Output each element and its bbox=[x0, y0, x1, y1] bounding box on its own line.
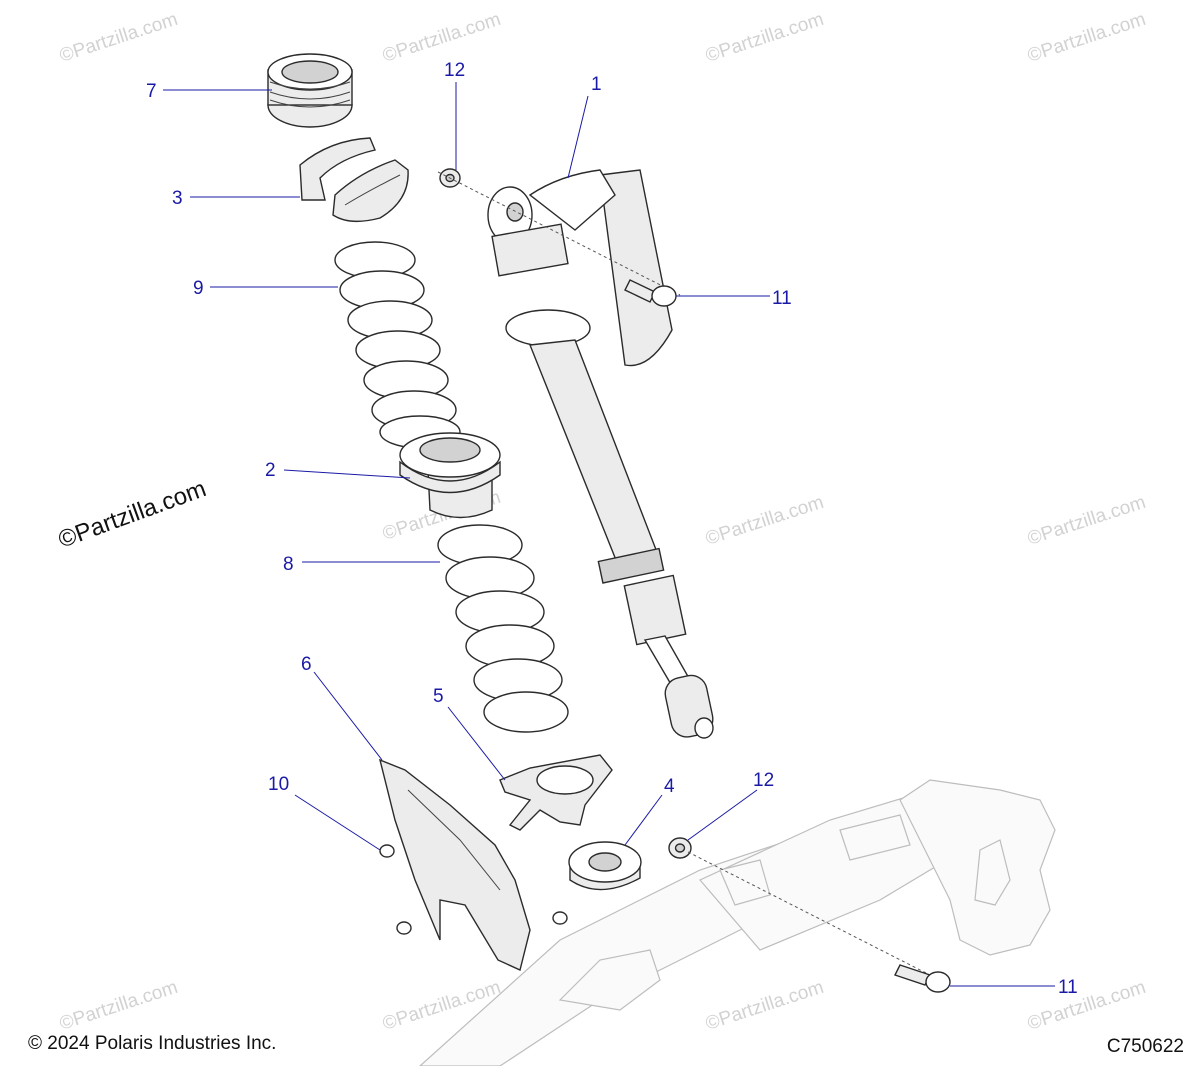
callout-4: 4 bbox=[664, 776, 675, 797]
callout-10: 10 bbox=[268, 774, 289, 795]
callout-8: 8 bbox=[283, 554, 294, 575]
callout-6: 6 bbox=[301, 654, 312, 675]
callout-12-bottom: 12 bbox=[753, 770, 774, 791]
callout-5: 5 bbox=[433, 686, 444, 707]
drawing-code: C750622 bbox=[1106, 1036, 1184, 1057]
spring-adapter-part-2 bbox=[399, 432, 501, 519]
callout-7: 7 bbox=[146, 81, 157, 102]
callout-12-top: 12 bbox=[444, 60, 465, 81]
nut-part-12-bottom bbox=[668, 837, 931, 976]
copyright-text: © 2024 Polaris Industries Inc. bbox=[28, 1033, 277, 1054]
callout-2: 2 bbox=[265, 460, 276, 481]
watermark-text: ©Partzilla.com bbox=[703, 977, 826, 1035]
jam-nut-part-7 bbox=[267, 53, 353, 128]
callout-3: 3 bbox=[172, 188, 183, 209]
shock-guard-part-6 bbox=[378, 758, 568, 971]
leader-lines bbox=[163, 82, 1055, 987]
callout-11-bottom: 11 bbox=[1058, 977, 1078, 998]
watermark-text: ©Partzilla.com bbox=[57, 977, 180, 1035]
watermark-text: ©Partzilla.com bbox=[1025, 492, 1148, 550]
callout-1: 1 bbox=[591, 74, 602, 95]
watermark-text: ©Partzilla.com bbox=[57, 9, 180, 67]
watermark-large: ©Partzilla.com bbox=[55, 475, 210, 553]
swing-arm-ghost bbox=[419, 779, 1056, 1066]
upper-spring-part-9 bbox=[334, 241, 461, 449]
lower-spring-part-8 bbox=[437, 524, 569, 733]
split-retainer-part-3 bbox=[299, 137, 409, 223]
callout-9: 9 bbox=[193, 278, 204, 299]
callout-numbers: 1 2 3 4 5 6 7 8 9 10 11 11 12 12 bbox=[146, 60, 1078, 998]
nut-part-12-top bbox=[437, 168, 681, 296]
spring-seat-clip-part-5 bbox=[499, 754, 613, 831]
bolt-part-11-bottom bbox=[894, 964, 951, 993]
watermark-text: ©Partzilla.com bbox=[703, 492, 826, 550]
callout-11-top: 11 bbox=[772, 288, 792, 309]
watermark-text: ©Partzilla.com bbox=[1025, 9, 1148, 67]
watermark-text: ©Partzilla.com bbox=[703, 9, 826, 67]
shock-absorber-part-1 bbox=[487, 169, 714, 739]
spacer-part-4 bbox=[568, 841, 642, 891]
watermark-text: ©Partzilla.com bbox=[380, 9, 503, 67]
